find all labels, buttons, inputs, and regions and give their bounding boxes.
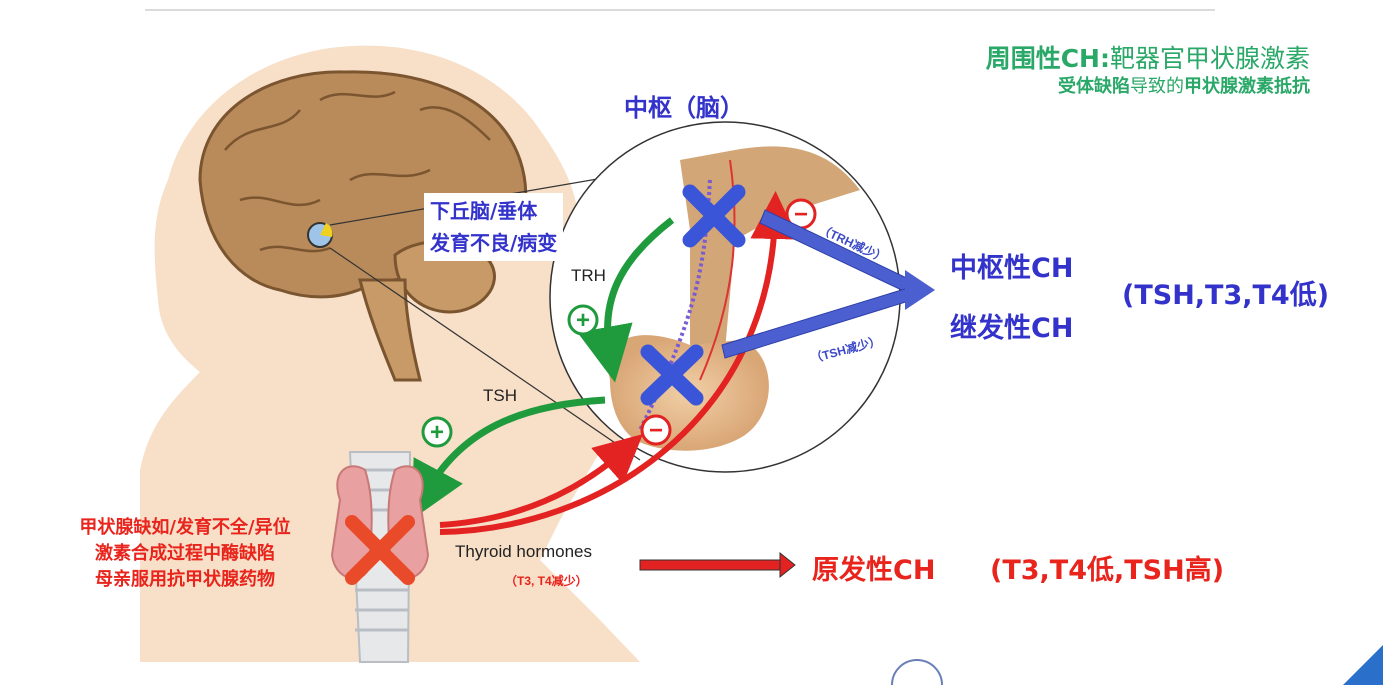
thyroid-hormones-label: Thyroid hormones [455,542,592,561]
thyroid-defect-cross [345,515,415,585]
central-ch-profile: (TSH,T3,T4低) [1122,280,1330,311]
hypothalamus-defect-box: 下丘脑/垂体 发育不良/病变 [424,193,564,261]
secondary-ch-label: 继发性CH [950,313,1074,344]
thyroid-defect-item: 甲状腺缺如/发育不全/异位 [79,517,291,538]
brain-folds [224,90,506,253]
receptor-defect: 受体缺陷 [1058,76,1130,97]
peripheral-ch-note: 周围性CH:靶器官甲状腺激素 受体缺陷导致的甲状腺激素抵抗 [930,44,1310,100]
thyroid-defect-item: 激素合成过程中酶缺陷 [95,543,275,564]
minus-symbol-pituitary: − [640,414,672,446]
tsh-label: TSH [483,386,517,405]
hypothalamus-defect-line: 下丘脑/垂体 [430,199,538,223]
feedback-arrow-hypothalamus [439,191,799,535]
primary-ch-label: 原发性CH [812,555,936,586]
central-ch-label: 中枢性CH [950,253,1074,284]
pituitary-marker-fill [320,223,333,237]
hormone-resistance: 甲状腺激素抵抗 [1184,76,1310,97]
pituitary-defect-cross [640,344,704,406]
svg-text:−: − [649,417,663,444]
tsh-arrow [411,396,606,520]
hypothalamus-defect-line: 发育不良/病变 [430,231,558,255]
primary-ch-arrow-shaft [639,559,781,571]
peripheral-ch-title: 周围性CH: [985,44,1110,73]
central-ch-arrowhead [905,270,935,310]
trh-arrow [577,217,675,383]
hypothalamus-defect-cross [682,184,746,248]
feedback-arrow-pituitary [439,434,643,528]
corner-decoration [1343,645,1383,685]
primary-ch-profile: (T3,T4低,TSH高) [990,555,1225,586]
svg-text:+: + [576,307,590,334]
trh-label: TRH [571,266,606,285]
svg-text:+: + [430,419,444,446]
center-title: 中枢（脑） [624,94,744,122]
red-vessel [699,159,736,381]
svg-text:−: − [794,201,808,228]
peripheral-link: 导致的 [1130,76,1184,97]
peripheral-ch-desc: 靶器官甲状腺激素 [1109,44,1310,73]
plus-symbol-tsh: + [421,416,453,448]
t3t4-decrease-label: （T3, T4减少） [505,573,588,588]
primary-ch-arrowhead [779,551,796,579]
thyroid-defects-list: 甲状腺缺如/发育不全/异位 激素合成过程中酶缺陷 母亲服用抗甲状腺药物 [20,515,350,593]
logo-partial [891,659,943,685]
zoom-line-bottom [329,247,641,461]
thyroid-defect-item: 母亲服用抗甲状腺药物 [95,569,275,590]
plus-symbol-trh: + [567,304,599,336]
